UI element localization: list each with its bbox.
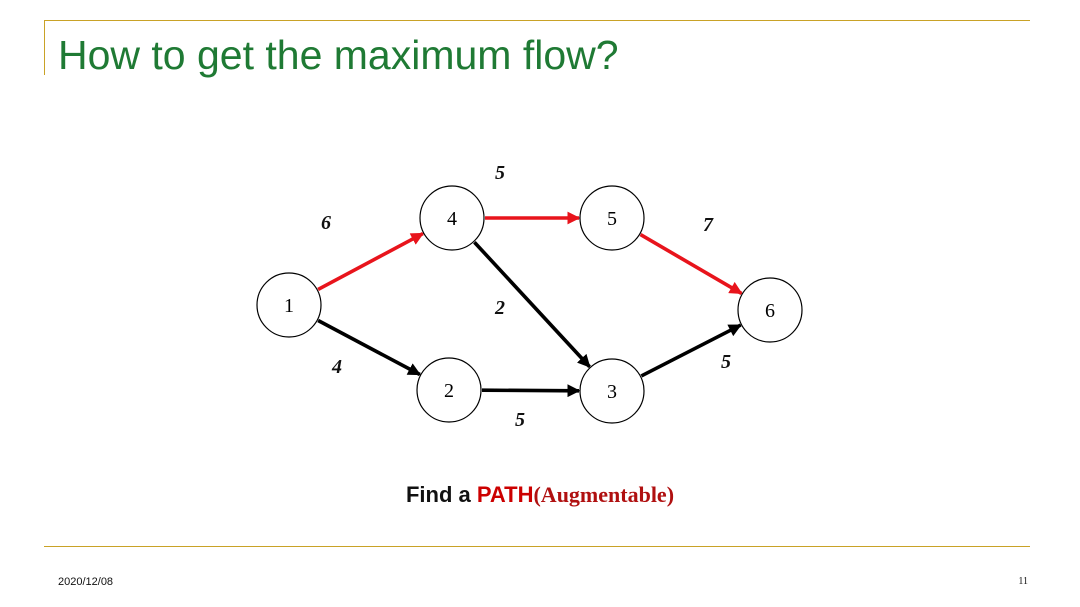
caption-path: PATH [476,482,534,507]
edge-1-4 [317,231,425,292]
node-circle-4 [419,185,485,251]
slide-title: How to get the maximum flow? [58,32,619,78]
node-5: 5 [579,185,645,251]
top-rule [44,20,1030,21]
node-label-5: 5 [607,208,617,230]
node-label-6: 6 [765,300,775,322]
caption: Find a PATH(Augmentable) [0,482,1080,508]
node-circle-3 [579,358,645,424]
node-label-4: 4 [447,208,457,230]
node-label-1: 1 [284,295,294,317]
edge-capacity-2-3: 5 [515,409,525,431]
edge-capacity-1-2: 4 [331,356,342,378]
edge-1-2 [317,318,422,377]
edge-capacity-5-6: 7 [703,214,714,236]
slide-date: 2020/12/08 [58,576,114,588]
edge-capacity-1-4: 6 [321,212,331,234]
node-1: 1 [256,272,322,338]
node-circle-6 [737,277,803,343]
node-6: 6 [737,277,803,343]
edge-capacity-4-3: 2 [494,297,505,319]
edge-capacity-4-5: 5 [495,162,505,184]
node-label-3: 3 [607,381,617,403]
node-4: 4 [419,185,485,251]
node-2: 2 [416,357,482,423]
node-circle-5 [579,185,645,251]
edge-capacity-3-6: 5 [721,351,731,373]
edge-5-6 [639,233,743,295]
edge-2-3 [481,384,581,398]
edge-3-6 [640,323,742,378]
node-circle-1 [256,272,322,338]
node-circle-2 [416,357,482,423]
node-3: 3 [579,358,645,424]
caption-find: Find a [405,482,477,507]
caption-augmentable: (Augmentable) [533,482,675,507]
bottom-rule [44,546,1030,547]
edge-4-3 [473,241,591,368]
title-side-rule [44,20,45,75]
page-number: 11 [1018,576,1028,587]
node-label-2: 2 [444,380,454,402]
